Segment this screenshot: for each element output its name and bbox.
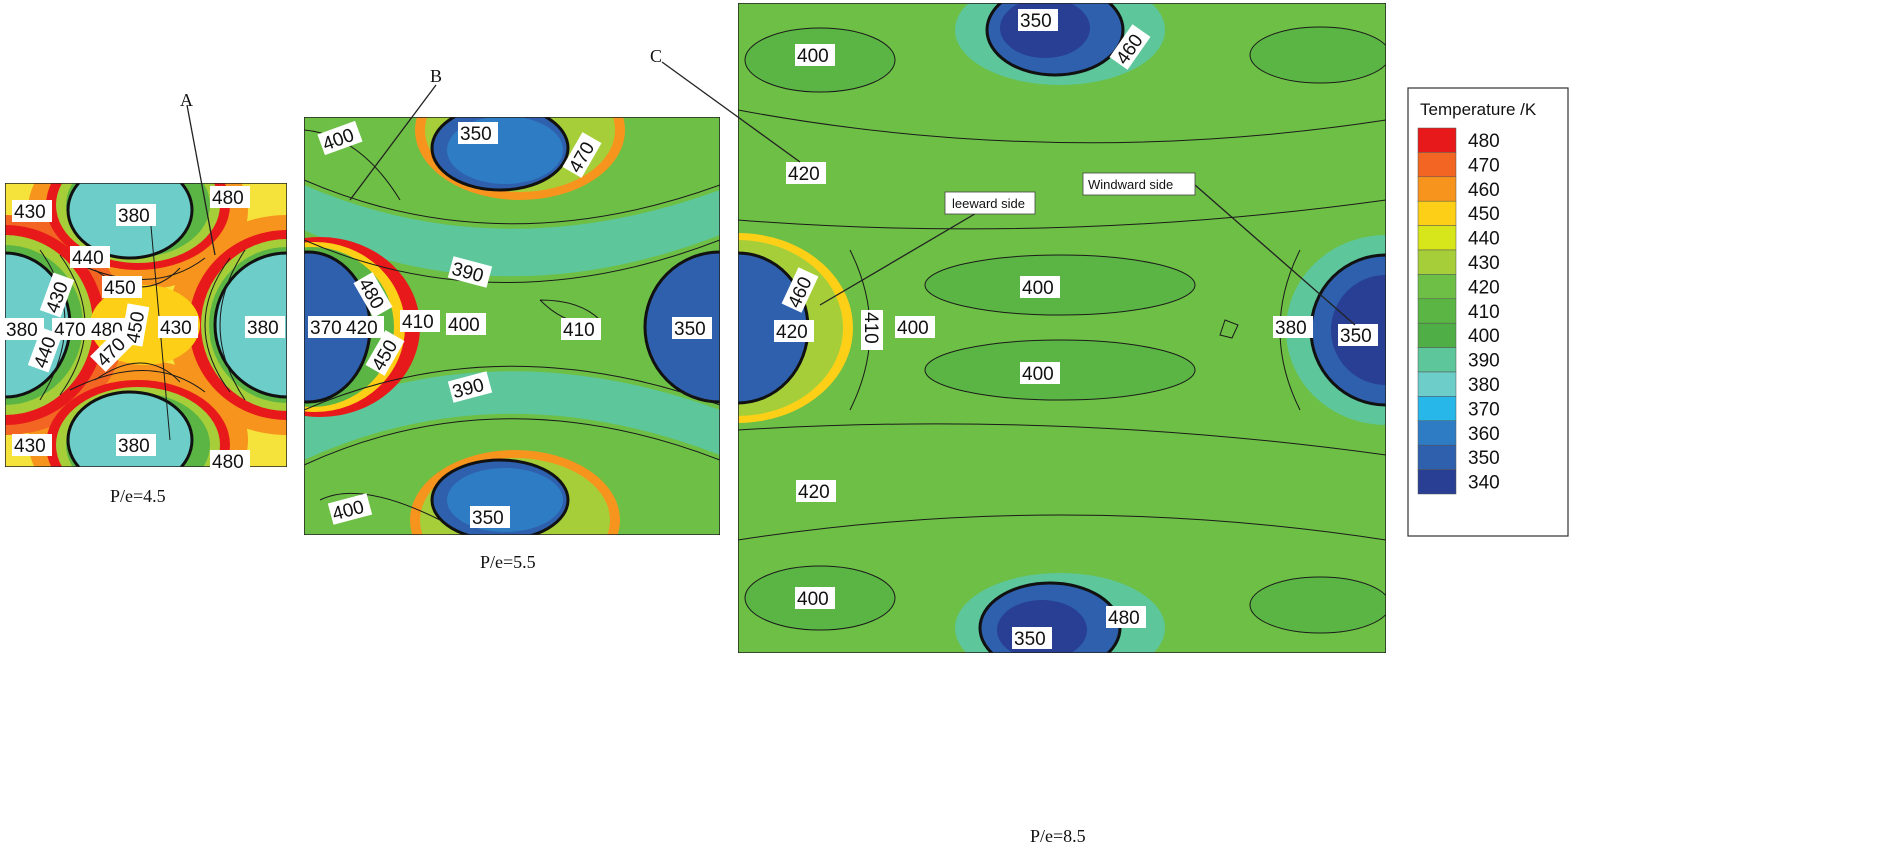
- legend-swatch: [1417, 347, 1457, 373]
- panel-caption: P/e=5.5: [480, 552, 536, 572]
- legend-title: Temperature /K: [1420, 100, 1537, 119]
- panel-caption: P/e=8.5: [1030, 826, 1086, 845]
- contour-label: 480: [1108, 608, 1140, 629]
- contour-label: 350: [1340, 326, 1372, 347]
- contour-label: 430: [14, 202, 46, 223]
- legend-level-label: 360: [1468, 424, 1500, 445]
- contour-label: 380: [1275, 318, 1307, 339]
- contour-label: 470: [54, 320, 86, 341]
- contour-label: 380: [118, 436, 150, 457]
- legend-swatch: [1417, 200, 1457, 226]
- annotation-letter-b: B: [430, 66, 442, 86]
- contour-label: 400: [797, 589, 829, 610]
- legend-level-label: 440: [1468, 229, 1500, 250]
- legend-level-label: 400: [1468, 326, 1500, 347]
- legend-level-label: 430: [1468, 253, 1500, 274]
- contour-label: 420: [346, 318, 378, 339]
- legend-swatch: [1417, 469, 1457, 495]
- contour-label: 440: [72, 248, 104, 269]
- legend-level-label: 370: [1468, 399, 1500, 420]
- legend-level-label: 350: [1468, 448, 1500, 469]
- legend-swatch: [1417, 249, 1457, 275]
- legend-swatch: [1417, 225, 1457, 251]
- contour-label: 350: [1014, 629, 1046, 650]
- contour-label: 400: [1022, 364, 1054, 385]
- panel-pe-5-5: 400 350 470 480 390 370 420 410 400 410 …: [304, 66, 720, 572]
- legend-swatch: [1417, 152, 1457, 178]
- legend-level-label: 380: [1468, 375, 1500, 396]
- legend-colorbar: [1417, 127, 1457, 495]
- temperature-legend: Temperature /K 4804704604504404304204104…: [1407, 87, 1569, 537]
- legend-swatch: [1417, 176, 1457, 202]
- panel-a-contour-labels: 430 380 480 440 430 450 380 470 480 450 …: [4, 186, 285, 473]
- legend-swatch: [1417, 371, 1457, 397]
- panel-c-contour-labels: 350 460 400 420 400 460 420 410 400 400 …: [774, 9, 1378, 650]
- legend-level-label: 390: [1468, 351, 1500, 372]
- legend-swatch: [1417, 396, 1457, 422]
- legend-level-label: 450: [1468, 204, 1500, 225]
- contour-label: 380: [247, 318, 279, 339]
- contour-label: 400: [797, 46, 829, 67]
- legend-level-label: 460: [1468, 180, 1500, 201]
- contour-label: 380: [118, 206, 150, 227]
- legend-swatch: [1417, 298, 1457, 324]
- contour-label: 350: [472, 508, 504, 529]
- panel-caption: P/e=4.5: [110, 486, 166, 506]
- contour-label: 480: [212, 452, 244, 473]
- legend-level-label: 410: [1468, 302, 1500, 323]
- contour-label: 350: [674, 319, 706, 340]
- contour-label: 410: [402, 312, 434, 333]
- windward-side-label: Windward side: [1088, 177, 1173, 192]
- contour-label: 420: [776, 322, 808, 343]
- panel-pe-4-5: 430 380 480 440 430 450 380 470 480 450 …: [4, 90, 287, 506]
- annotation-letter-a: A: [180, 90, 193, 110]
- legend-swatch: [1417, 127, 1457, 153]
- legend-level-label: 340: [1468, 473, 1500, 494]
- legend-values: 480 470 460 450 440 430 420 410 400 390 380 370 360 3…: [1468, 131, 1500, 494]
- contour-label: 480: [212, 188, 244, 209]
- legend-swatch: [1417, 274, 1457, 300]
- contour-label: 400: [448, 315, 480, 336]
- contour-label: 350: [1020, 11, 1052, 32]
- contour-label: 420: [788, 164, 820, 185]
- annotation-letter-c: C: [650, 46, 662, 66]
- contour-label: 400: [1022, 278, 1054, 299]
- contour-label: 350: [460, 124, 492, 145]
- contour-label: 410: [563, 320, 595, 341]
- contour-label: 410: [860, 312, 881, 344]
- contour-label: 430: [160, 318, 192, 339]
- contour-label: 370: [310, 318, 342, 339]
- legend-swatch: [1417, 420, 1457, 446]
- legend-level-label: 420: [1468, 277, 1500, 298]
- contour-label: 420: [798, 482, 830, 503]
- legend-swatch: [1417, 444, 1457, 470]
- panel-b-contour-labels: 400 350 470 480 390 370 420 410 400 410 …: [308, 120, 712, 529]
- contour-label: 450: [104, 278, 136, 299]
- legend-swatch: [1417, 322, 1457, 348]
- legend-level-label: 470: [1468, 155, 1500, 176]
- contour-label: 430: [14, 436, 46, 457]
- contour-label: 380: [6, 320, 38, 341]
- legend-level-label: 480: [1468, 131, 1500, 152]
- panel-pe-8-5: 350 460 400 420 400 460 420 410 400 400 …: [650, 3, 1386, 845]
- contour-label: 400: [897, 318, 929, 339]
- leeward-side-label: leeward side: [952, 196, 1025, 211]
